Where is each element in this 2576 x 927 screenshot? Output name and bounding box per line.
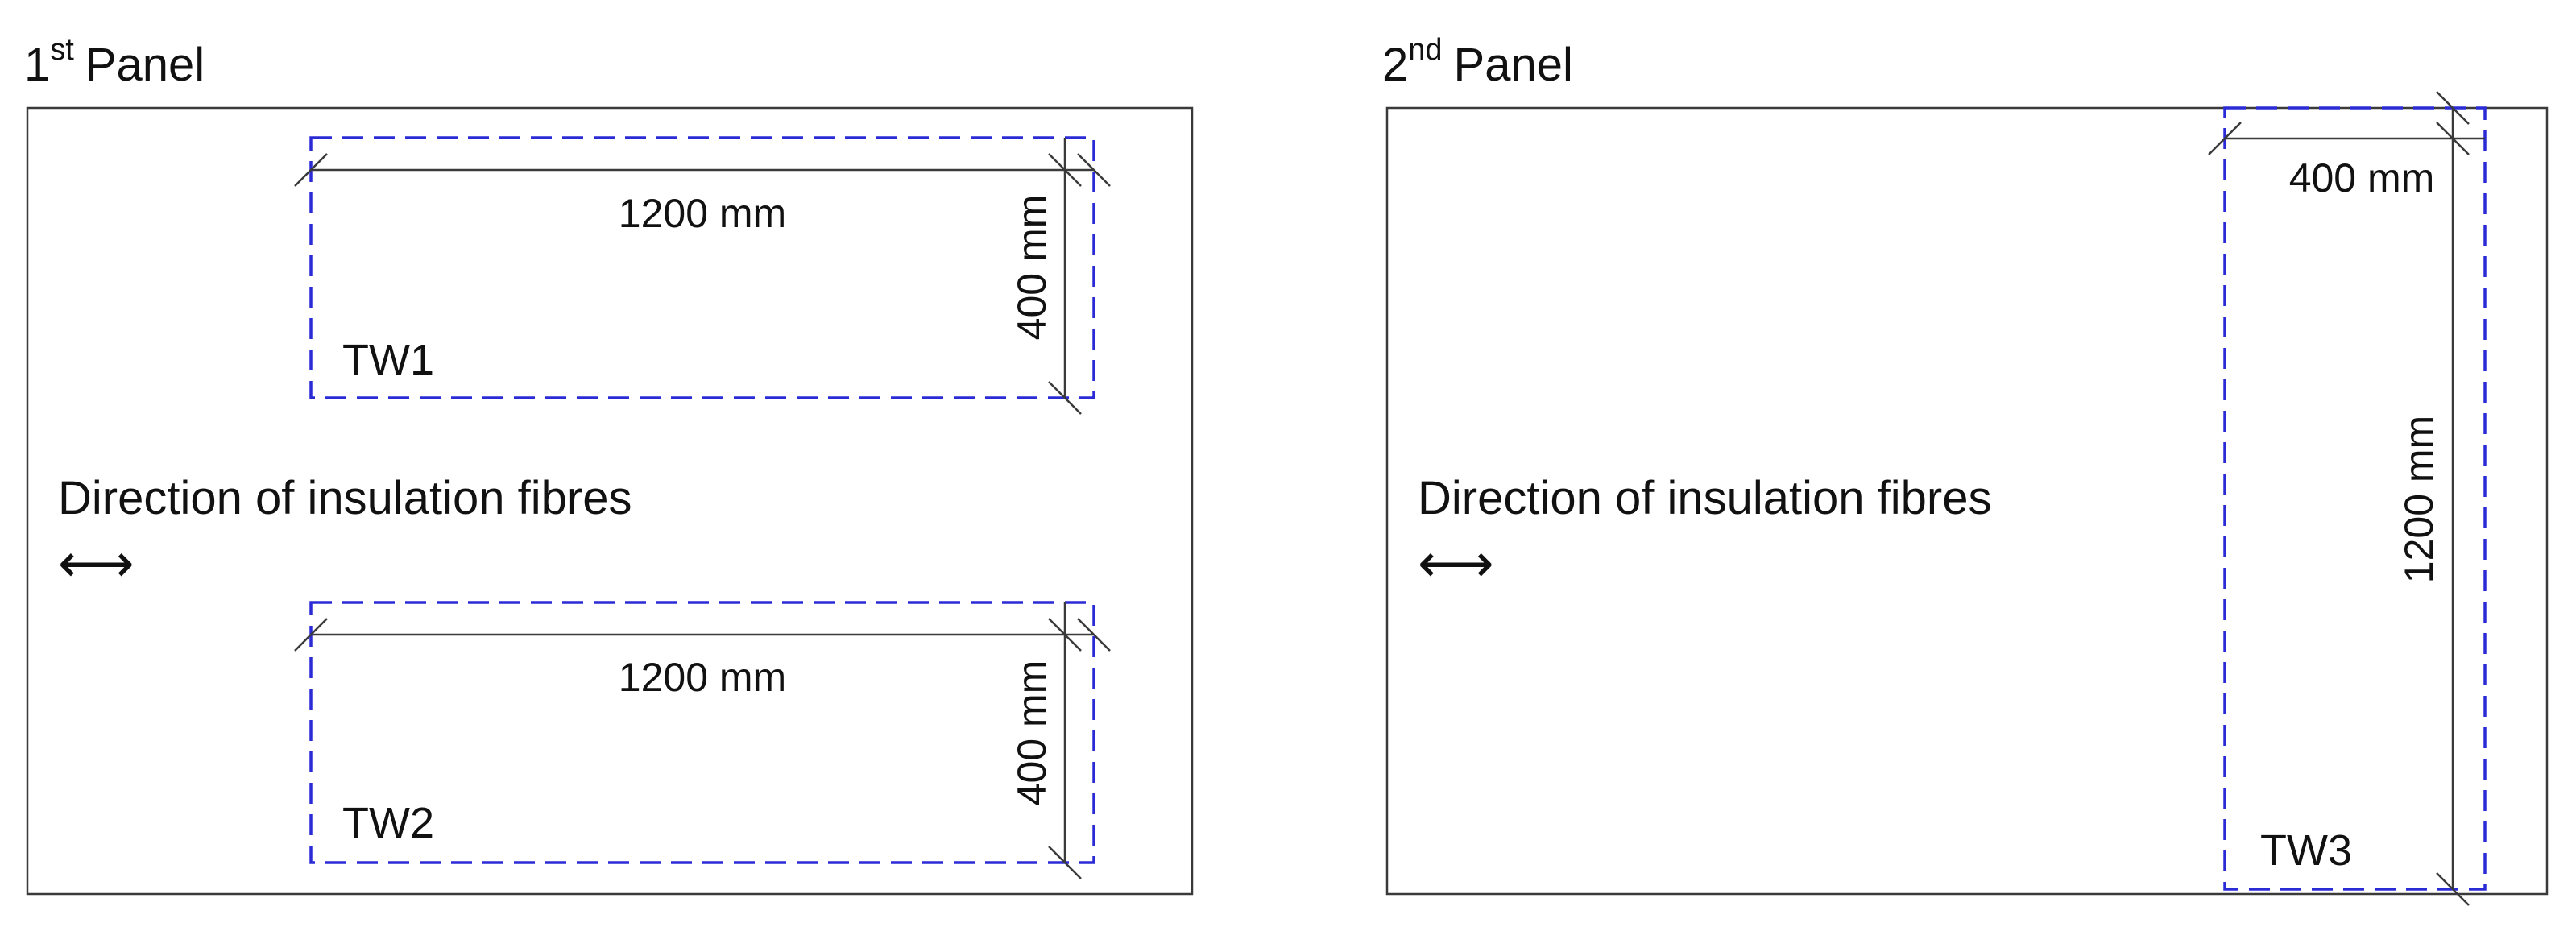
specimen-tw1-outline [309,136,1095,399]
panel-2-title-word: Panel [1454,39,1573,91]
dimension-tick [1048,153,1082,187]
dimension-tick [1048,381,1082,415]
panel-1-outline [26,106,1194,896]
panel-1-title-word: Panel [85,39,205,91]
dimension-tick [294,618,328,652]
panel-2-title: 2nd Panel [1382,33,1573,91]
panel-1-title-suffix: st [50,33,74,67]
specimen-tw2-outline [309,601,1095,864]
specimen-tw2-label: TW2 [342,799,434,847]
specimen-tw1-length-label: 1200 mm [619,191,786,236]
specimen-tw3-outline [2223,106,2487,891]
dimension-tick [2436,91,2470,125]
dimension-tick [2436,872,2470,906]
panel-2-outline [1385,106,2549,896]
specimen-tw3-width-label: 400 mm [2289,155,2435,201]
dimension-tick [1077,618,1111,652]
panel-1-double-arrow-icon: ⟷ [58,533,135,593]
specimen-tw2-length-label: 1200 mm [619,655,786,700]
specimen-tw3-length-label: 1200 mm [2396,416,2441,583]
specimen-tw3: 400 mm 1200 mm TW3 [2208,91,2487,906]
panel-1: 1st Panel 1200 mm 400 mm TW1 Direction of… [24,33,1194,896]
dimension-tick [1048,846,1082,879]
panel-2-double-arrow-icon: ⟷ [1418,533,1494,593]
panel-2-title-suffix: nd [1408,33,1442,67]
dimension-tick [1077,153,1111,187]
panel-1-title-number: 1 [24,39,50,91]
dimension-tick [1048,618,1082,652]
specimen-tw3-label: TW3 [2260,826,2352,875]
specimen-tw1-label: TW1 [342,336,434,384]
panel-2-title-number: 2 [1382,39,1408,91]
specimen-tw1-width-label: 400 mm [1009,195,1054,341]
specimen-tw2: 1200 mm 400 mm TW2 [294,601,1111,879]
specimen-tw1: 1200 mm 400 mm TW1 [294,136,1111,415]
dimension-tick [294,153,328,187]
panel-2-direction-label: Direction of insulation fibres [1418,472,1991,524]
panel-1-title: 1st Panel [24,33,205,91]
dimension-tick [2208,122,2242,155]
specimen-tw2-width-label: 400 mm [1009,660,1054,806]
panel-1-direction-label: Direction of insulation fibres [58,472,632,524]
